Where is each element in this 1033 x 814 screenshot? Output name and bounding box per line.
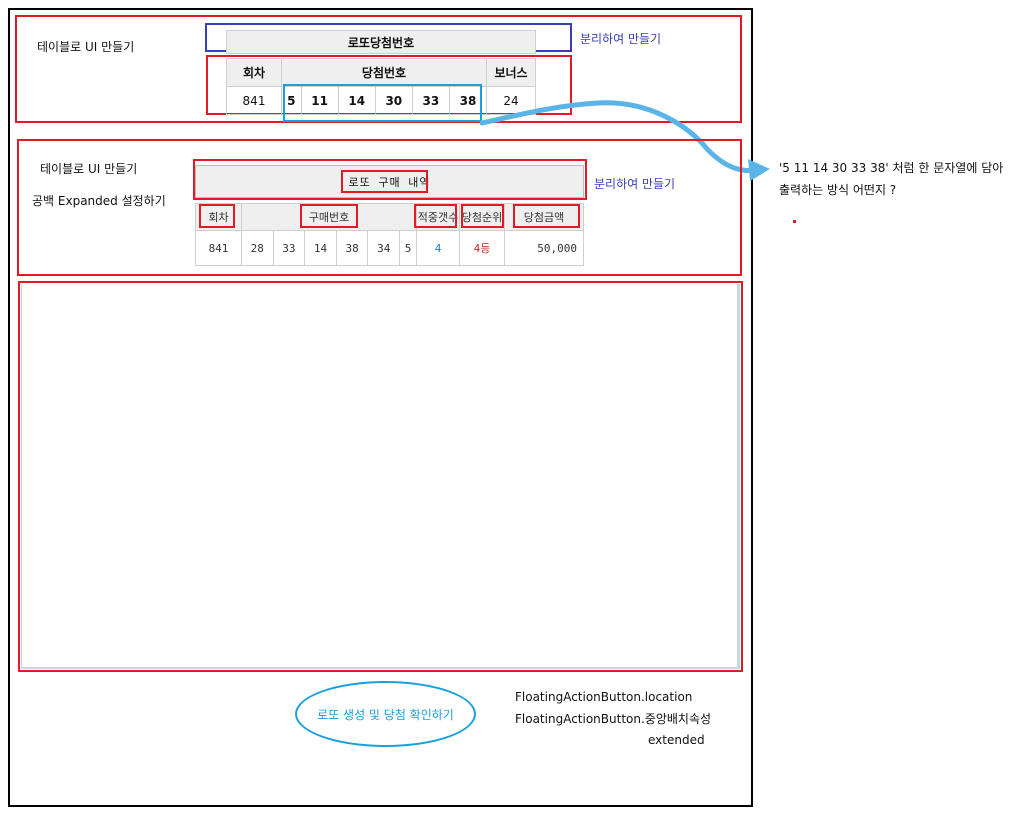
cell-number: 28 (241, 230, 274, 266)
header-round-highlight (199, 204, 235, 228)
header-numbers-highlight (300, 204, 358, 228)
header-bonus: 보너스 (486, 58, 536, 87)
cell-hits: 4 (416, 230, 460, 266)
body-area-inner (21, 284, 740, 669)
cell-number: 14 (304, 230, 337, 266)
purchase-history-table: 회차 구매번호 적중갯수 당첨순위 당첨금액 841 28 33 14 38 3… (195, 203, 584, 266)
numbers-highlight (283, 84, 482, 122)
body-area-box (18, 281, 743, 672)
fab-note-line1: FloatingActionButton.location (515, 690, 693, 704)
section1-box (15, 15, 742, 123)
header-round: 회차 (226, 58, 282, 87)
red-dot (793, 220, 796, 223)
section2-note: 분리하여 만들기 (594, 177, 676, 191)
section2-title-outer-highlight (193, 159, 587, 200)
header-rank-highlight (461, 204, 504, 228)
cell-number: 33 (272, 230, 306, 266)
outer-frame (8, 8, 753, 807)
arrow-icon (479, 100, 770, 181)
fab-note-line2: FloatingActionButton.중앙배치속성 (515, 712, 712, 726)
cell-number: 5 (399, 230, 417, 266)
cell-number: 38 (335, 230, 369, 266)
fab-note-line3: extended (648, 733, 705, 747)
section2-box (17, 139, 742, 276)
side-note-line1: '5 11 14 30 33 38' 처럼 한 문자열에 담아 (779, 161, 1004, 175)
cell-number: 11 (300, 86, 339, 115)
fab-label: 로또 생성 및 당첨 확인하기 (317, 707, 454, 722)
cell-number: 14 (337, 86, 376, 115)
side-note-line2: 출력하는 방식 어떤지 ? (779, 183, 897, 197)
header-numbers: 당첨번호 (281, 58, 487, 87)
section2-label: 테이블로 UI 만들기 (40, 162, 138, 176)
cell-rank: 4등 (459, 230, 505, 266)
cell-number: 34 (367, 230, 401, 266)
winning-number-table: 회차 당첨번호 보너스 841 5 11 14 30 33 38 24 (226, 58, 536, 115)
section2-title-highlight (341, 170, 428, 193)
cell-number: 30 (374, 86, 413, 115)
fab-generate-lotto-button[interactable]: 로또 생성 및 당첨 확인하기 (295, 681, 476, 747)
header-amount-highlight (513, 204, 580, 228)
section1-table-title: 로또당첨번호 (226, 30, 536, 54)
section2-sublabel: 공백 Expanded 설정하기 (32, 194, 166, 208)
cell-round: 841 (195, 230, 242, 266)
section1-note: 분리하여 만들기 (580, 32, 662, 46)
cell-round: 841 (226, 86, 282, 115)
section1-label: 테이블로 UI 만들기 (37, 40, 135, 54)
cell-amount: 50,000 (504, 230, 584, 266)
header-hits-highlight (414, 204, 457, 228)
